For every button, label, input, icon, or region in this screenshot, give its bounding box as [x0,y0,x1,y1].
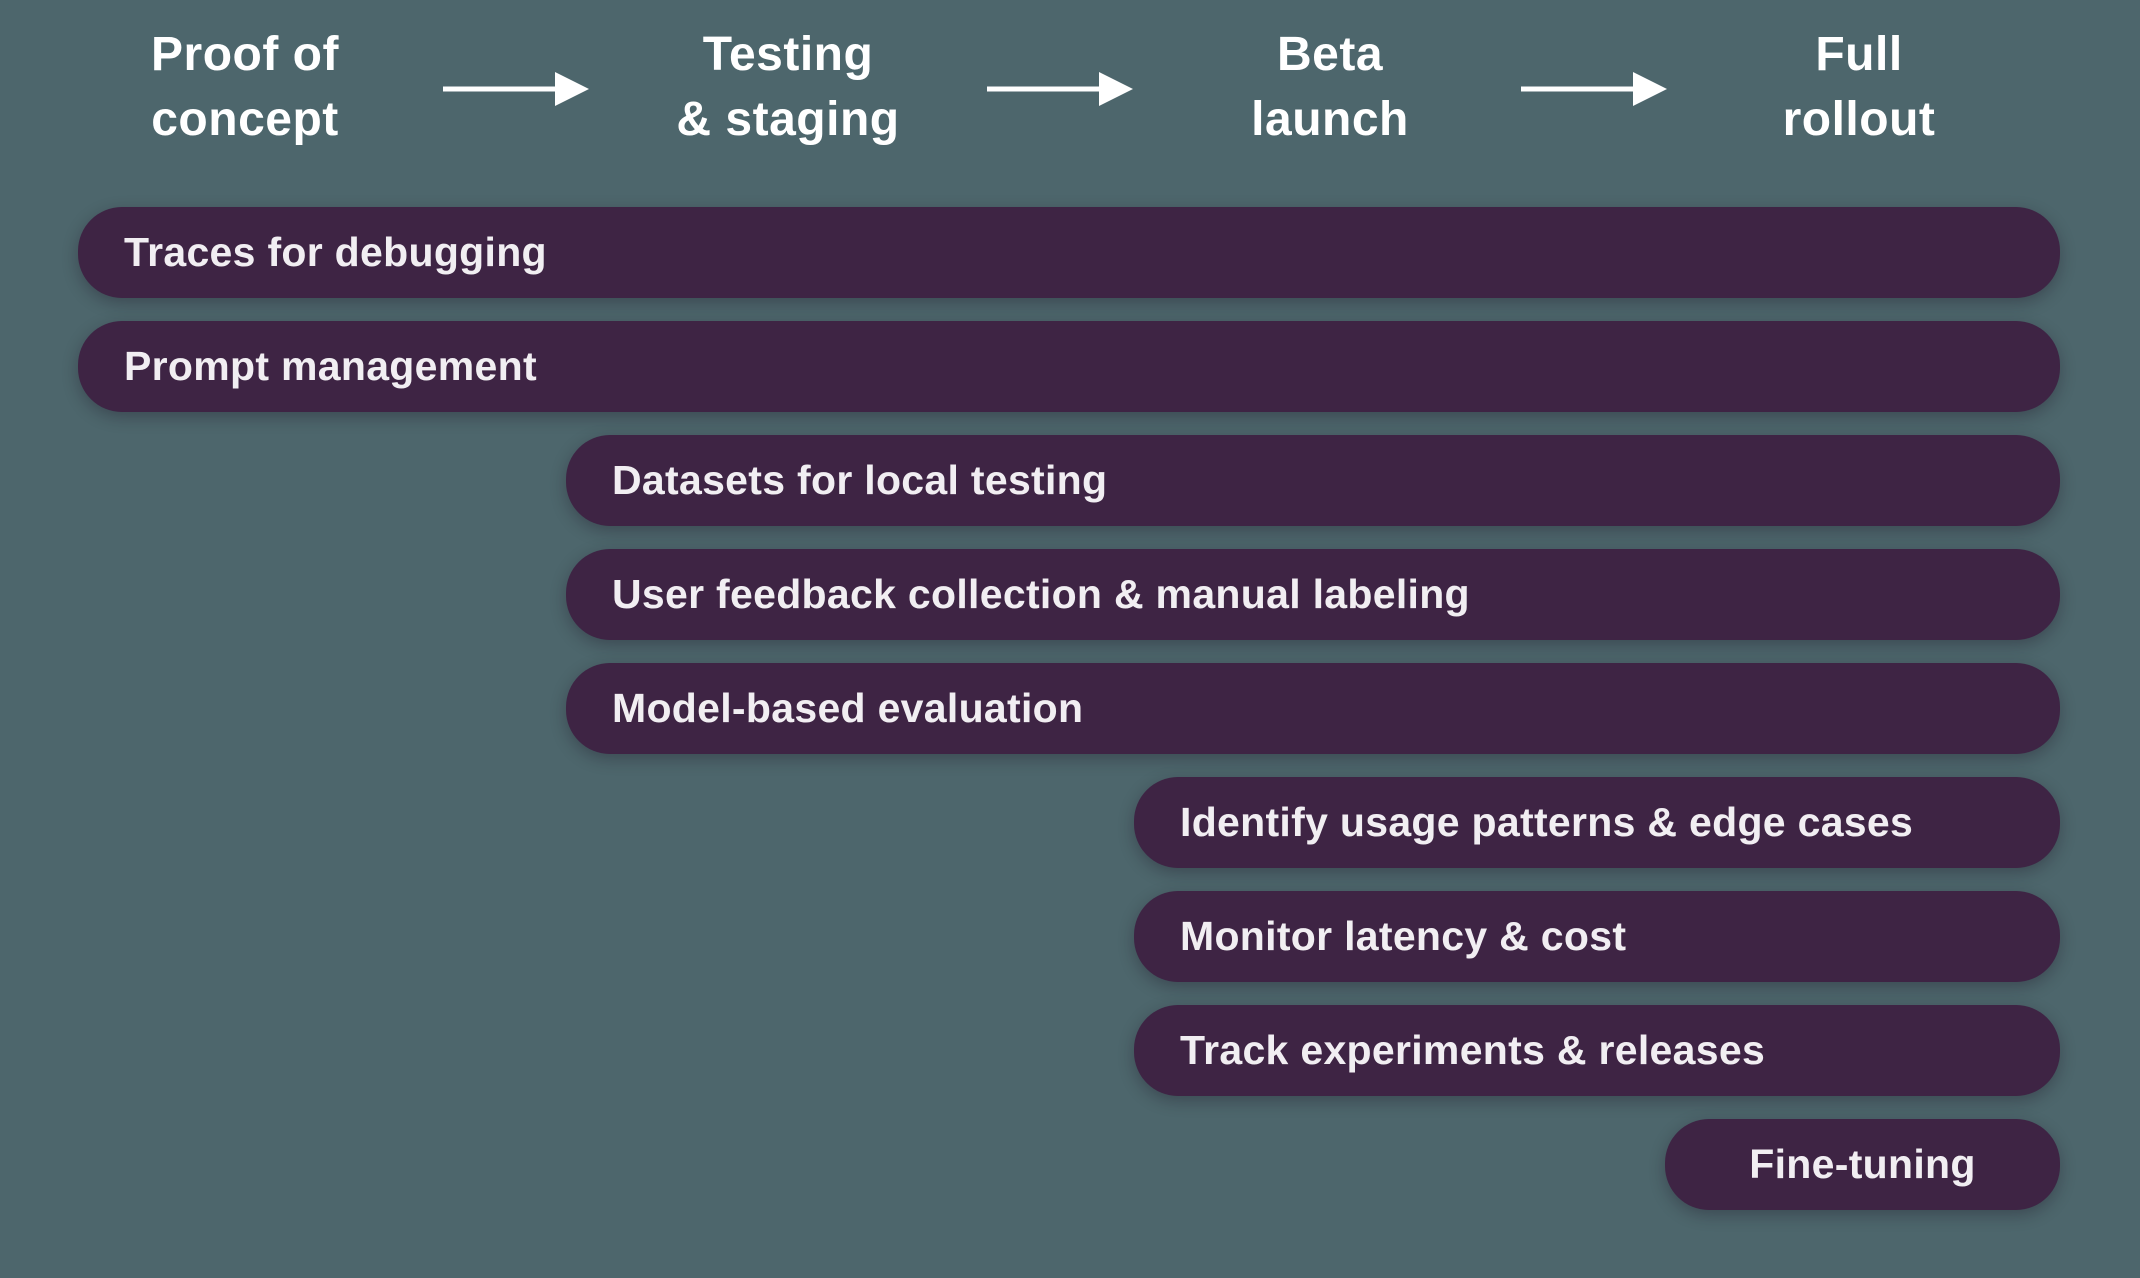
arrow-right-icon [441,67,591,111]
timeline-bar-prompt-management: Prompt management [78,321,2060,412]
bar-label: User feedback collection & manual labeli… [612,571,1470,617]
timeline-bar-track-experiments-releases: Track experiments & releases [1134,1005,2060,1096]
arrow-right-icon [1519,67,1669,111]
timeline-bar-identify-usage-patterns: Identify usage patterns & edge cases [1134,777,2060,868]
stage-heading-testing-staging: Testing & staging [676,28,900,146]
timeline-bar-model-based-evaluation: Model-based evaluation [566,663,2060,754]
timeline-bar-fine-tuning: Fine-tuning [1665,1119,2060,1210]
stage-heading-proof-of-concept: Proof of concept [151,28,339,146]
timeline-bar-monitor-latency-cost: Monitor latency & cost [1134,891,2060,982]
arrow-right-icon [985,67,1135,111]
timeline-bar-traces-for-debugging: Traces for debugging [78,207,2060,298]
bar-label: Prompt management [124,343,537,389]
stage-heading-full-rollout: Full rollout [1782,28,1936,146]
bar-label: Monitor latency & cost [1180,913,1627,959]
bar-label: Datasets for local testing [612,457,1108,503]
bar-label: Model-based evaluation [612,685,1084,731]
bar-label: Identify usage patterns & edge cases [1180,799,1914,845]
bar-label: Traces for debugging [124,229,547,275]
stage-heading-beta-launch: Beta launch [1251,28,1409,146]
bar-label: Fine-tuning [1749,1141,1976,1187]
timeline-bar-datasets-for-local-testing: Datasets for local testing [566,435,2060,526]
bar-label: Track experiments & releases [1180,1027,1766,1073]
timeline-bar-user-feedback-collection: User feedback collection & manual labeli… [566,549,2060,640]
